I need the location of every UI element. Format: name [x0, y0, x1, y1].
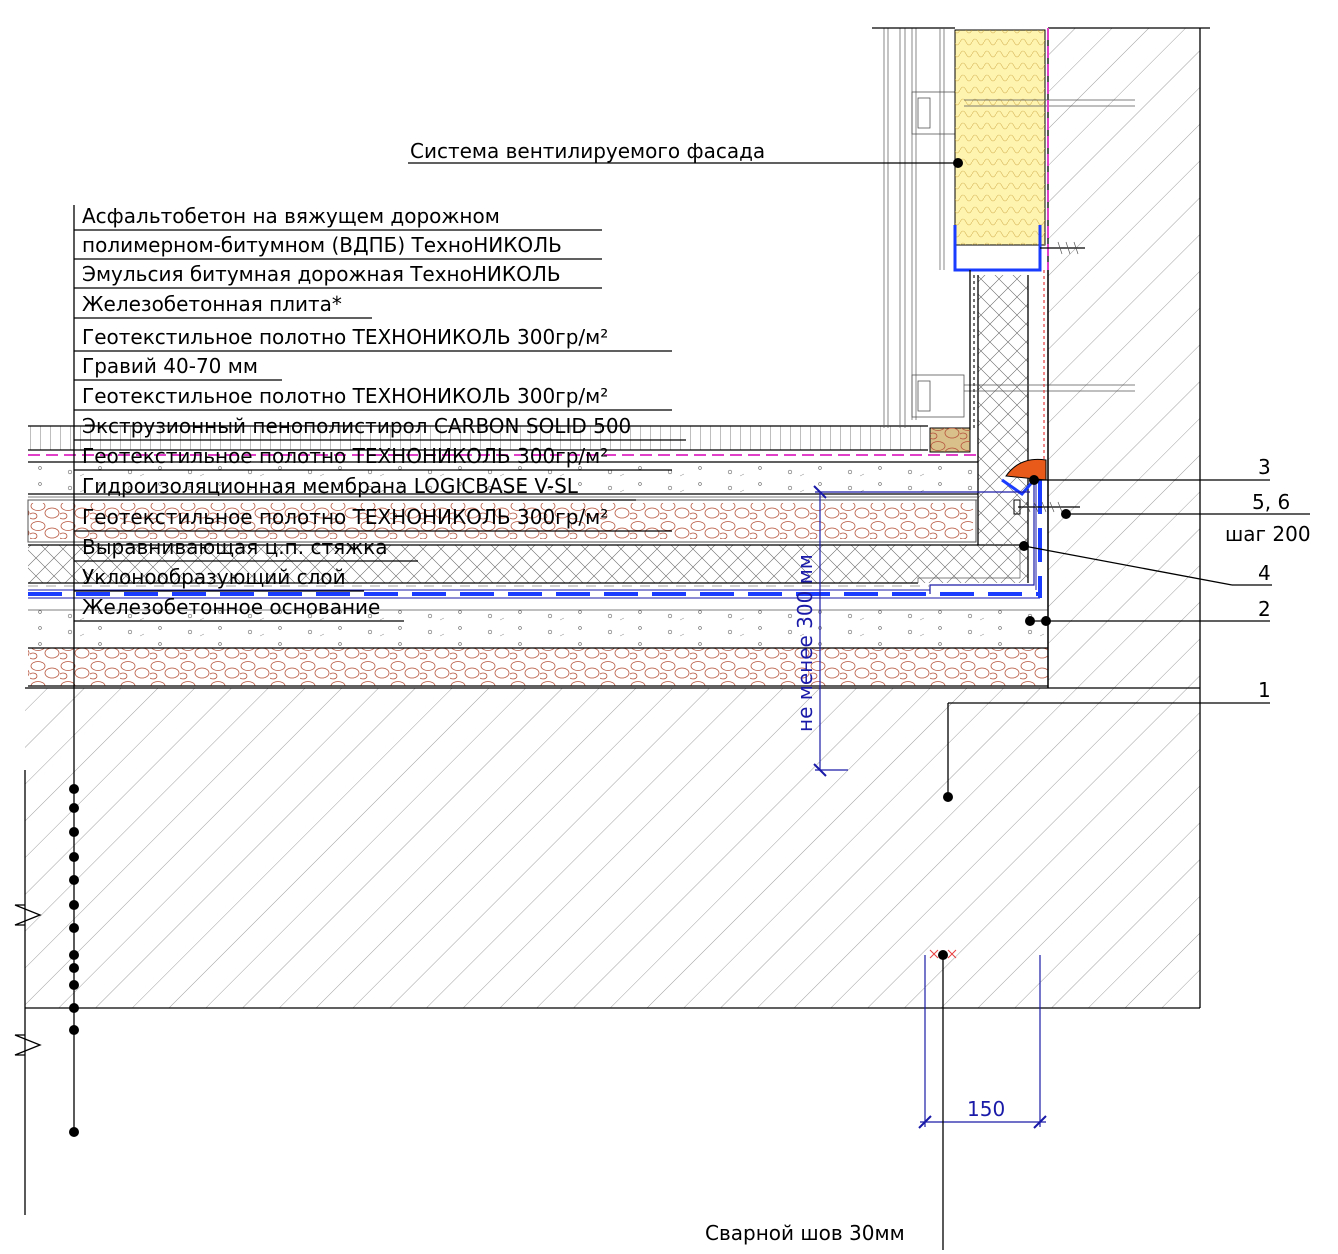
layer-label: Геотекстильное полотно ТЕХНОНИКОЛЬ 300гр… [82, 505, 608, 529]
layer-label: Геотекстильное полотно ТЕХНОНИКОЛЬ 300гр… [82, 325, 608, 349]
slope-layer [28, 609, 1048, 687]
callout-4: 4 [1019, 541, 1272, 586]
layer-label: Геотекстильное полотно ТЕХНОНИКОЛЬ 300гр… [82, 444, 608, 468]
layer-label: Выравнивающая ц.п. стяжка [82, 535, 387, 559]
callout-1: 1 [943, 678, 1271, 802]
concrete-wall [1047, 27, 1210, 688]
concrete-base [25, 687, 1201, 1009]
callout-56: 5, 6 шаг 200 [1061, 490, 1311, 546]
layer-label: Геотекстильное полотно ТЕХНОНИКОЛЬ 300гр… [82, 384, 608, 408]
facade-label: Система вентилируемого фасада [410, 139, 765, 163]
step-text: шаг 200 [1225, 522, 1311, 546]
callout-3: 3 [1029, 455, 1271, 485]
layer-label: Железобетонное основание [82, 595, 380, 619]
dimension-horizontal-text: 150 [967, 1097, 1005, 1121]
break-marks [14, 770, 42, 1215]
callout-56-text: 5, 6 [1252, 490, 1290, 514]
layer-label: Асфальтобетон на вяжущем дорожном [82, 204, 500, 228]
layer-label: Уклонообразующий слой [82, 565, 346, 589]
layer-label: Железобетонная плита* [82, 292, 342, 316]
layers-leader [69, 205, 79, 1137]
sealant-bead [1001, 458, 1047, 497]
layer-label: Гравий 40-70 мм [82, 354, 258, 378]
sealing-cord [929, 427, 971, 453]
facade-leader [408, 158, 963, 168]
callout-2-text: 2 [1258, 597, 1271, 621]
dimension-vertical: не менее 300 мм [793, 485, 1030, 777]
dimension-horizontal: 150 [918, 955, 1047, 1129]
layer-label: Эмульсия битумная дорожная ТехноНИКОЛЬ [82, 262, 561, 286]
weld-seam-label: Сварной шов 30мм [705, 1221, 905, 1245]
asphalt-layer [28, 425, 928, 451]
callout-1-text: 1 [1258, 678, 1271, 702]
callout-2: 2 [1025, 597, 1271, 626]
layer-label: Гидроизоляционная мембрана LOGICBASE V-S… [82, 474, 579, 498]
callout-4-text: 4 [1258, 561, 1271, 585]
callout-3-text: 3 [1258, 455, 1271, 479]
waterproofing-membrane [28, 480, 1042, 599]
layer-label: Экструзионный пенополистирол CARBON SOLI… [82, 414, 631, 438]
screw-fastener [1013, 499, 1080, 515]
layer-label: полимерном-битумном (ВДПБ) ТехноНИКОЛЬ [82, 233, 562, 257]
weld-seam-leader [929, 949, 957, 1250]
ventilated-facade [872, 27, 1135, 475]
dimension-vertical-text: не менее 300 мм [793, 554, 817, 732]
layer-labels: Асфальтобетон на вяжущем дорожном полиме… [74, 204, 686, 622]
concrete-slab [28, 454, 978, 495]
